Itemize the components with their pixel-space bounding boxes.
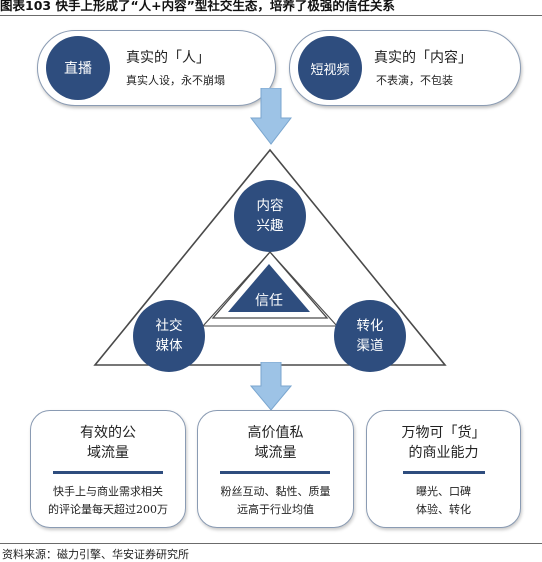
public-traffic-box: 有效的公 域流量 快手上与商业需求相关 的评论量每天超过200万 [30, 410, 186, 528]
public-traffic-title: 有效的公 域流量 [80, 425, 136, 461]
live-stream-label: 直播 [64, 61, 92, 77]
short-video-panel: 短视频 真实的「内容」 不表演，不包装 [289, 30, 521, 106]
title-divider [0, 15, 542, 16]
down-arrow-top [250, 88, 292, 145]
commerce-ability-bar [403, 471, 485, 474]
social-media-label: 社交 媒体 [155, 318, 183, 354]
conversion-channel-label: 转化 渠道 [356, 318, 384, 354]
short-video-heading: 真实的「内容」 [374, 50, 472, 66]
short-video-subtext: 不表演，不包装 [376, 74, 453, 87]
live-stream-subtext: 真实人设，永不崩塌 [126, 74, 225, 87]
content-interest-label: 内容 兴趣 [256, 198, 284, 234]
source-note: 资料来源：磁力引擎、华安证券研究所 [2, 548, 189, 561]
figure-title: 图表103 快手上形成了“人+内容”型社交生态，培养了极强的信任关系 [0, 0, 395, 13]
conversion-channel-node: 转化 渠道 [334, 300, 406, 372]
private-traffic-desc: 粉丝互动、黏性、质量 远高于行业均值 [220, 485, 331, 516]
public-traffic-bar [53, 471, 163, 474]
live-stream-panel: 直播 真实的「人」 真实人设，永不崩塌 [37, 30, 276, 106]
private-traffic-bar [220, 471, 330, 474]
public-traffic-desc: 快手上与商业需求相关 的评论量每天超过200万 [48, 485, 168, 516]
source-divider [0, 543, 542, 544]
social-media-node: 社交 媒体 [133, 300, 205, 372]
private-traffic-title: 高价值私 域流量 [247, 425, 304, 461]
private-traffic-box: 高价值私 域流量 粉丝互动、黏性、质量 远高于行业均值 [197, 410, 354, 528]
inner-triangle-lower [201, 251, 339, 327]
down-arrow-bottom [250, 362, 292, 411]
inner-triangle [211, 251, 329, 319]
commerce-ability-desc: 曝光、口碑 体验、转化 [416, 485, 471, 516]
live-stream-circle: 直播 [46, 36, 110, 100]
content-interest-node: 内容 兴趣 [234, 180, 306, 252]
trust-center-triangle [228, 264, 310, 312]
short-video-circle: 短视频 [298, 36, 362, 100]
commerce-ability-box: 万物可「货」 的商业能力 曝光、口碑 体验、转化 [366, 410, 521, 528]
trust-triangle-diagram [93, 148, 447, 366]
commerce-ability-title: 万物可「货」 的商业能力 [401, 425, 486, 461]
live-stream-heading: 真实的「人」 [126, 50, 210, 66]
short-video-label: 短视频 [310, 62, 350, 78]
trust-label: 信任 [255, 293, 283, 309]
